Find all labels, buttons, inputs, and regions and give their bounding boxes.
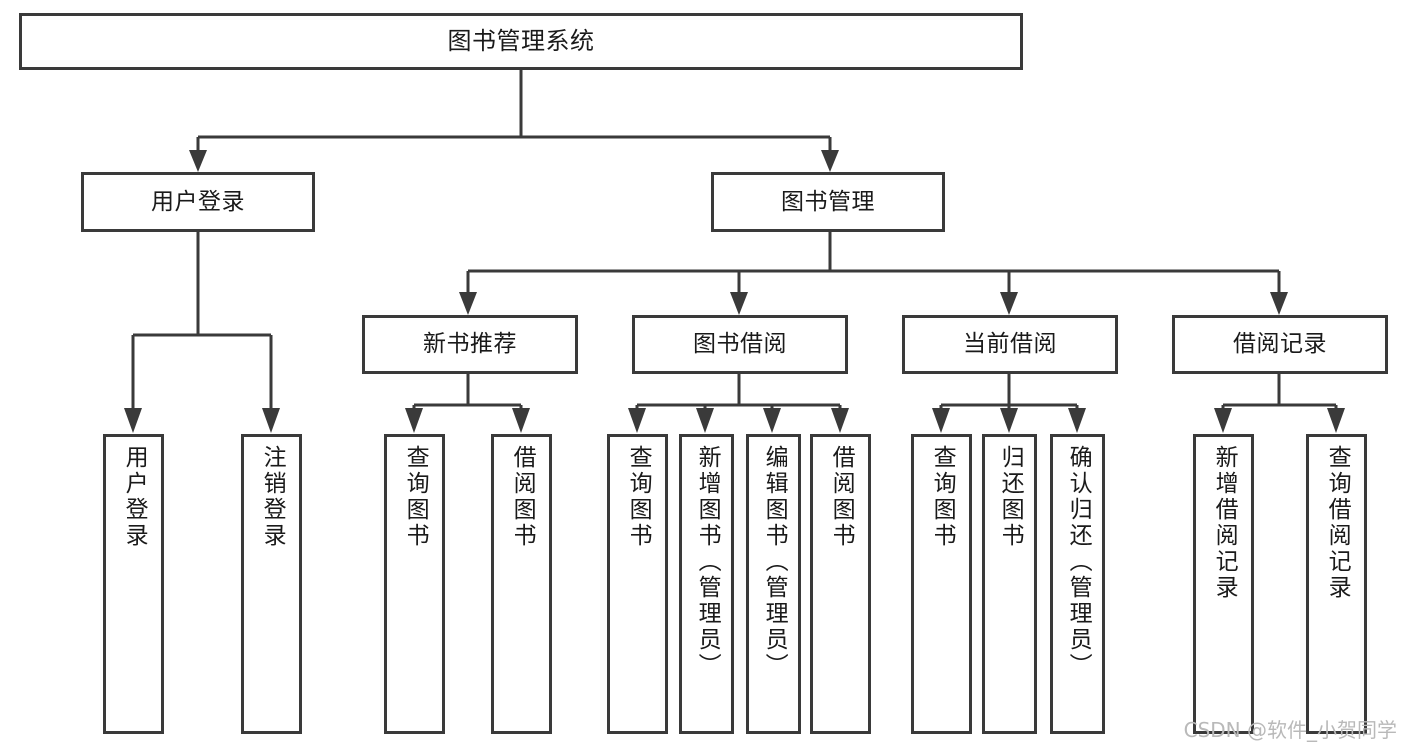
arrowhead-borrowrecord-leaf1	[1214, 408, 1232, 433]
arrowhead-borrow-record	[1270, 292, 1288, 315]
arrowhead-bookborrow-leaf1	[628, 408, 646, 433]
leaf-logout-label: 注销登录	[259, 445, 286, 549]
leaf-bookborrow-edit-book[interactable]: 编辑图书（管理员）	[746, 434, 801, 734]
arrowhead-book-mgmt	[821, 150, 839, 172]
leaf-currentborrow-confirm-return-label: 确认归还（管理员）	[1065, 445, 1092, 679]
node-new-book-recommend-label: 新书推荐	[423, 331, 517, 358]
leaf-logout[interactable]: 注销登录	[241, 434, 302, 734]
node-user-login[interactable]: 用户登录	[81, 172, 315, 232]
arrowhead-bookborrow-leaf2	[696, 408, 714, 433]
leaf-newbook-borrow-book-label: 借阅图书	[509, 445, 536, 549]
node-book-management[interactable]: 图书管理	[711, 172, 945, 232]
arrowhead-currentborrow-leaf2	[1000, 408, 1018, 433]
leaf-bookborrow-add-book-label: 新增图书（管理员）	[694, 445, 721, 679]
leaf-currentborrow-query-book[interactable]: 查询图书	[911, 434, 972, 734]
node-user-login-label: 用户登录	[151, 188, 245, 215]
node-book-borrow[interactable]: 图书借阅	[632, 315, 848, 374]
leaf-bookborrow-add-book[interactable]: 新增图书（管理员）	[679, 434, 734, 734]
leaf-user-login[interactable]: 用户登录	[103, 434, 164, 734]
node-new-book-recommend[interactable]: 新书推荐	[362, 315, 578, 374]
arrowhead-currentborrow-leaf3	[1068, 408, 1086, 433]
leaf-bookborrow-query-book[interactable]: 查询图书	[607, 434, 668, 734]
leaf-newbook-query-book-label: 查询图书	[402, 445, 429, 549]
arrowhead-current-borrow	[1000, 292, 1018, 315]
leaf-borrowrecord-query-record-label: 查询借阅记录	[1324, 445, 1351, 601]
arrowhead-bookborrow-leaf4	[831, 408, 849, 433]
arrowhead-user-login	[189, 150, 207, 172]
arrowhead-newbook-leaf1	[405, 408, 423, 433]
leaf-bookborrow-edit-book-label: 编辑图书（管理员）	[761, 445, 788, 679]
arrowhead-newbook-leaf2	[512, 408, 530, 433]
arrowhead-book-borrow	[730, 292, 748, 315]
arrowhead-bookborrow-leaf3	[763, 408, 781, 433]
watermark: CSDN @软件_小贺同学	[1183, 718, 1397, 742]
leaf-newbook-borrow-book[interactable]: 借阅图书	[491, 434, 552, 734]
leaf-bookborrow-borrow-book-label: 借阅图书	[828, 445, 855, 549]
leaf-borrowrecord-add-record[interactable]: 新增借阅记录	[1193, 434, 1254, 734]
leaf-currentborrow-confirm-return[interactable]: 确认归还（管理员）	[1050, 434, 1105, 734]
node-book-management-label: 图书管理	[781, 188, 875, 215]
node-root[interactable]: 图书管理系统	[19, 13, 1023, 70]
arrowhead-borrowrecord-leaf2	[1327, 408, 1345, 433]
arrowhead-currentborrow-leaf1	[932, 408, 950, 433]
leaf-user-login-label: 用户登录	[121, 445, 148, 549]
leaf-currentborrow-return-book-label: 归还图书	[997, 445, 1024, 549]
node-current-borrow-label: 当前借阅	[963, 331, 1057, 358]
node-book-borrow-label: 图书借阅	[693, 331, 787, 358]
leaf-currentborrow-query-book-label: 查询图书	[929, 445, 956, 549]
node-root-label: 图书管理系统	[447, 26, 595, 55]
node-borrow-record-label: 借阅记录	[1233, 331, 1327, 358]
leaf-bookborrow-borrow-book[interactable]: 借阅图书	[810, 434, 871, 734]
leaf-currentborrow-return-book[interactable]: 归还图书	[982, 434, 1037, 734]
leaf-newbook-query-book[interactable]: 查询图书	[384, 434, 445, 734]
node-current-borrow[interactable]: 当前借阅	[902, 315, 1118, 374]
arrowhead-leaf-user-login	[124, 408, 142, 433]
arrowhead-new-book	[459, 292, 477, 315]
leaf-bookborrow-query-book-label: 查询图书	[625, 445, 652, 549]
leaf-borrowrecord-query-record[interactable]: 查询借阅记录	[1306, 434, 1367, 734]
node-borrow-record[interactable]: 借阅记录	[1172, 315, 1388, 374]
leaf-borrowrecord-add-record-label: 新增借阅记录	[1211, 445, 1238, 601]
arrowhead-leaf-logout	[262, 408, 280, 433]
